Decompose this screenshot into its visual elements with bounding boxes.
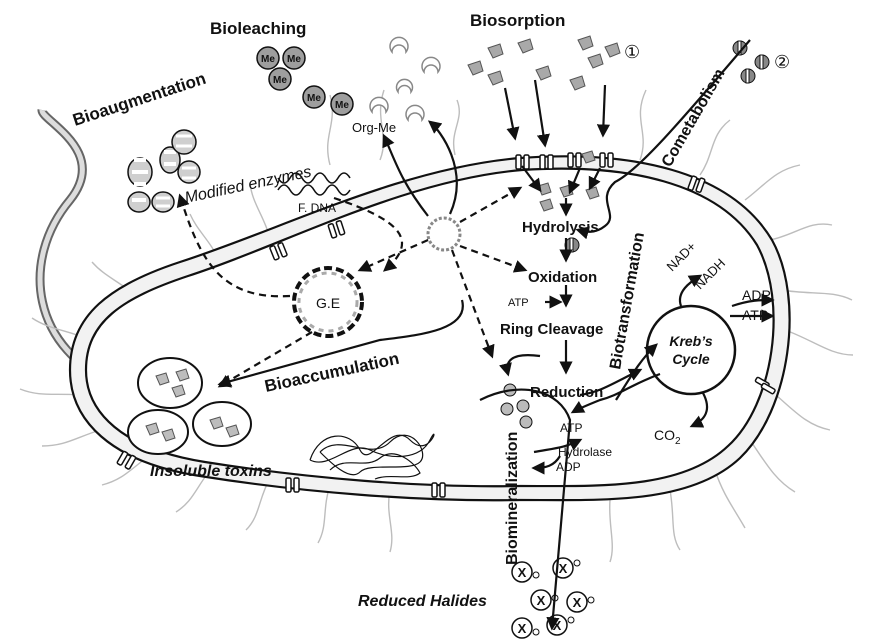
atp-label-kreb: ATP — [742, 307, 768, 323]
org-me-label: Org-Me — [352, 120, 396, 135]
metal-sphere: Me — [269, 68, 291, 90]
adp-label-reduction: ADP — [556, 460, 581, 474]
cometabolism-label: Cometabolism — [659, 66, 729, 170]
metal-cluster: Me Me Me Me Me — [257, 47, 353, 115]
reduction-label: Reduction — [530, 384, 603, 401]
svg-text:Me: Me — [307, 93, 321, 104]
metal-sphere: Me — [257, 47, 279, 69]
oxidation-label: Oxidation — [528, 269, 597, 286]
ring-cleavage-label: Ring Cleavage — [500, 321, 603, 338]
hydrolase-label: Hydrolase — [558, 445, 612, 459]
svg-text:X: X — [553, 618, 562, 633]
adp-label-kreb: ADP — [742, 287, 771, 303]
bioleaching-label: Bioleaching — [210, 19, 306, 38]
atp-label-reduction: ATP — [560, 421, 582, 435]
hydrolysis-label: Hydrolysis — [522, 219, 599, 236]
ge-label: G.E — [316, 295, 340, 311]
metal-sphere: Me — [303, 86, 325, 108]
biomineralization-label: Biomineralization — [504, 432, 521, 565]
bioaugmentation-label: Bioaugmentation — [70, 69, 208, 130]
f-dna-label: F. DNA — [298, 201, 336, 215]
svg-text:X: X — [518, 621, 527, 636]
atp-label-oxidation: ATP — [508, 297, 529, 309]
kreb-cycle-line1: Kreb’s — [669, 333, 713, 349]
svg-text:Me: Me — [261, 54, 275, 65]
biosorption-label: Biosorption — [470, 11, 565, 30]
svg-text:Me: Me — [273, 75, 287, 86]
kreb-cycle-line2: Cycle — [672, 351, 710, 367]
insoluble-toxins-label: Insoluble toxins — [150, 463, 272, 480]
kreb-cycle-circle — [647, 306, 735, 394]
metal-sphere: Me — [283, 47, 305, 69]
metal-sphere: Me — [331, 93, 353, 115]
marker-1: ① — [624, 42, 640, 62]
modified-enzymes-label: Modified enzymes — [183, 163, 313, 206]
svg-text:Me: Me — [287, 54, 301, 65]
svg-text:X: X — [559, 561, 568, 576]
svg-text:X: X — [537, 593, 546, 608]
svg-text:X: X — [518, 565, 527, 580]
reduced-halides-label: Reduced Halides — [358, 593, 487, 610]
svg-text:X: X — [573, 595, 582, 610]
marker-2: ② — [774, 52, 790, 72]
svg-text:Me: Me — [335, 100, 349, 111]
